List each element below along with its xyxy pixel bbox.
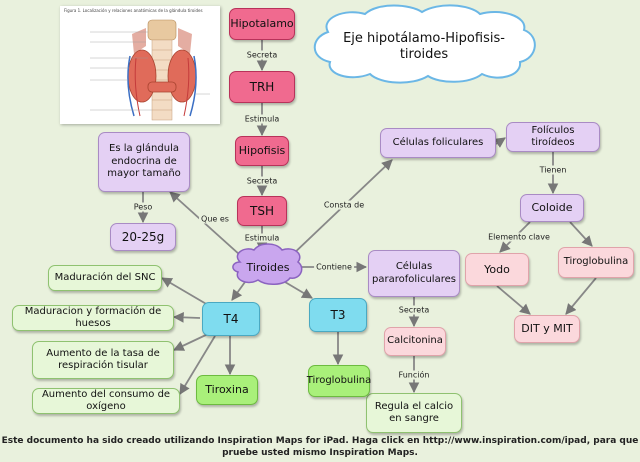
edge-label-funcion: Función [396, 370, 432, 380]
node-parafoliculares[interactable]: Células pararofoliculares [368, 250, 460, 297]
node-coloide[interactable]: Coloide [520, 194, 584, 222]
edge-tiroglobulina-dit [565, 277, 597, 315]
node-tiroglobulina-right[interactable]: Tiroglobulina [558, 247, 634, 278]
node-tiroides[interactable]: Tiroides [246, 261, 290, 275]
node-hipofisis[interactable]: Hipofisis [235, 136, 289, 166]
node-oxigeno[interactable]: Aumento del consumo de oxígeno [32, 388, 180, 414]
edge-label-secreta-1: Secreta [244, 50, 280, 60]
node-celulas-foliculares[interactable]: Células foliculares [380, 128, 496, 158]
edge-tiroides-t3 [284, 281, 313, 299]
node-tiroglobulina-left[interactable]: Tiroglobulina [307, 365, 371, 397]
edge-label-contiene: Contiene [314, 262, 354, 272]
image-caption: Figura 1. Localización y relaciones anat… [64, 8, 203, 13]
edge-tiroides-glandula [169, 191, 241, 256]
edge-t4-huesos [172, 311, 201, 323]
node-glandula[interactable]: Es la glándula endocrina de mayor tamaño [98, 132, 190, 192]
tiroides-cloud [232, 243, 303, 285]
edge-tiroides-t4 [231, 281, 246, 301]
node-huesos[interactable]: Maduracion y formación de huesos [12, 305, 174, 331]
node-hipotalamo[interactable]: Hipotalamo [229, 8, 295, 40]
edge-yodo-dit [496, 285, 531, 315]
node-peso-value[interactable]: 20-25g [110, 223, 176, 251]
edge-label-estimula-1: Estimula [242, 114, 282, 124]
node-t4[interactable]: T4 [202, 302, 260, 336]
node-calcitonina[interactable]: Calcitonina [384, 327, 446, 356]
node-foliculos[interactable]: Folículos tiroídeos [506, 122, 600, 152]
node-dit-mit[interactable]: DIT y MIT [514, 315, 580, 343]
edge-label-elemento-clave: Elemento clave [486, 232, 552, 242]
edge-t4-oxigeno [179, 335, 216, 395]
edge-label-consta-de: Consta de [321, 200, 367, 210]
node-tsh[interactable]: TSH [237, 196, 287, 226]
footer-text: Este documento ha sido creado utilizando… [1, 436, 639, 458]
edge-label-que-es: Que es [199, 214, 231, 224]
title-node[interactable]: Eje hipotálamo-Hipofisis-tiroides [343, 30, 505, 62]
edge-t4-snc [161, 277, 209, 306]
node-respiracion[interactable]: Aumento de la tasa de respiración tisula… [32, 341, 174, 379]
edge-label-secreta-3: Secreta [396, 305, 432, 315]
thyroid-illustration [90, 19, 210, 121]
edge-label-peso: Peso [131, 202, 155, 212]
edge-celulas-foliculos [493, 137, 506, 148]
edge-coloide-tiroglobulina [569, 221, 593, 247]
node-regula-calcio[interactable]: Regula el calcio en sangre [366, 393, 462, 433]
edge-label-tienen: Tienen [537, 165, 569, 175]
node-tiroxina[interactable]: Tiroxina [196, 375, 258, 405]
node-snc[interactable]: Maduración del SNC [48, 265, 162, 291]
node-t3[interactable]: T3 [309, 298, 367, 332]
title-cloud [313, 4, 536, 84]
edge-label-estimula-2: Estimula [242, 233, 282, 243]
node-yodo[interactable]: Yodo [465, 253, 529, 286]
thyroid-anatomy-image: Figura 1. Localización y relaciones anat… [60, 6, 220, 124]
node-trh[interactable]: TRH [229, 71, 295, 103]
edge-t4-respiracion [173, 333, 209, 351]
edge-label-secreta-2: Secreta [244, 176, 280, 186]
